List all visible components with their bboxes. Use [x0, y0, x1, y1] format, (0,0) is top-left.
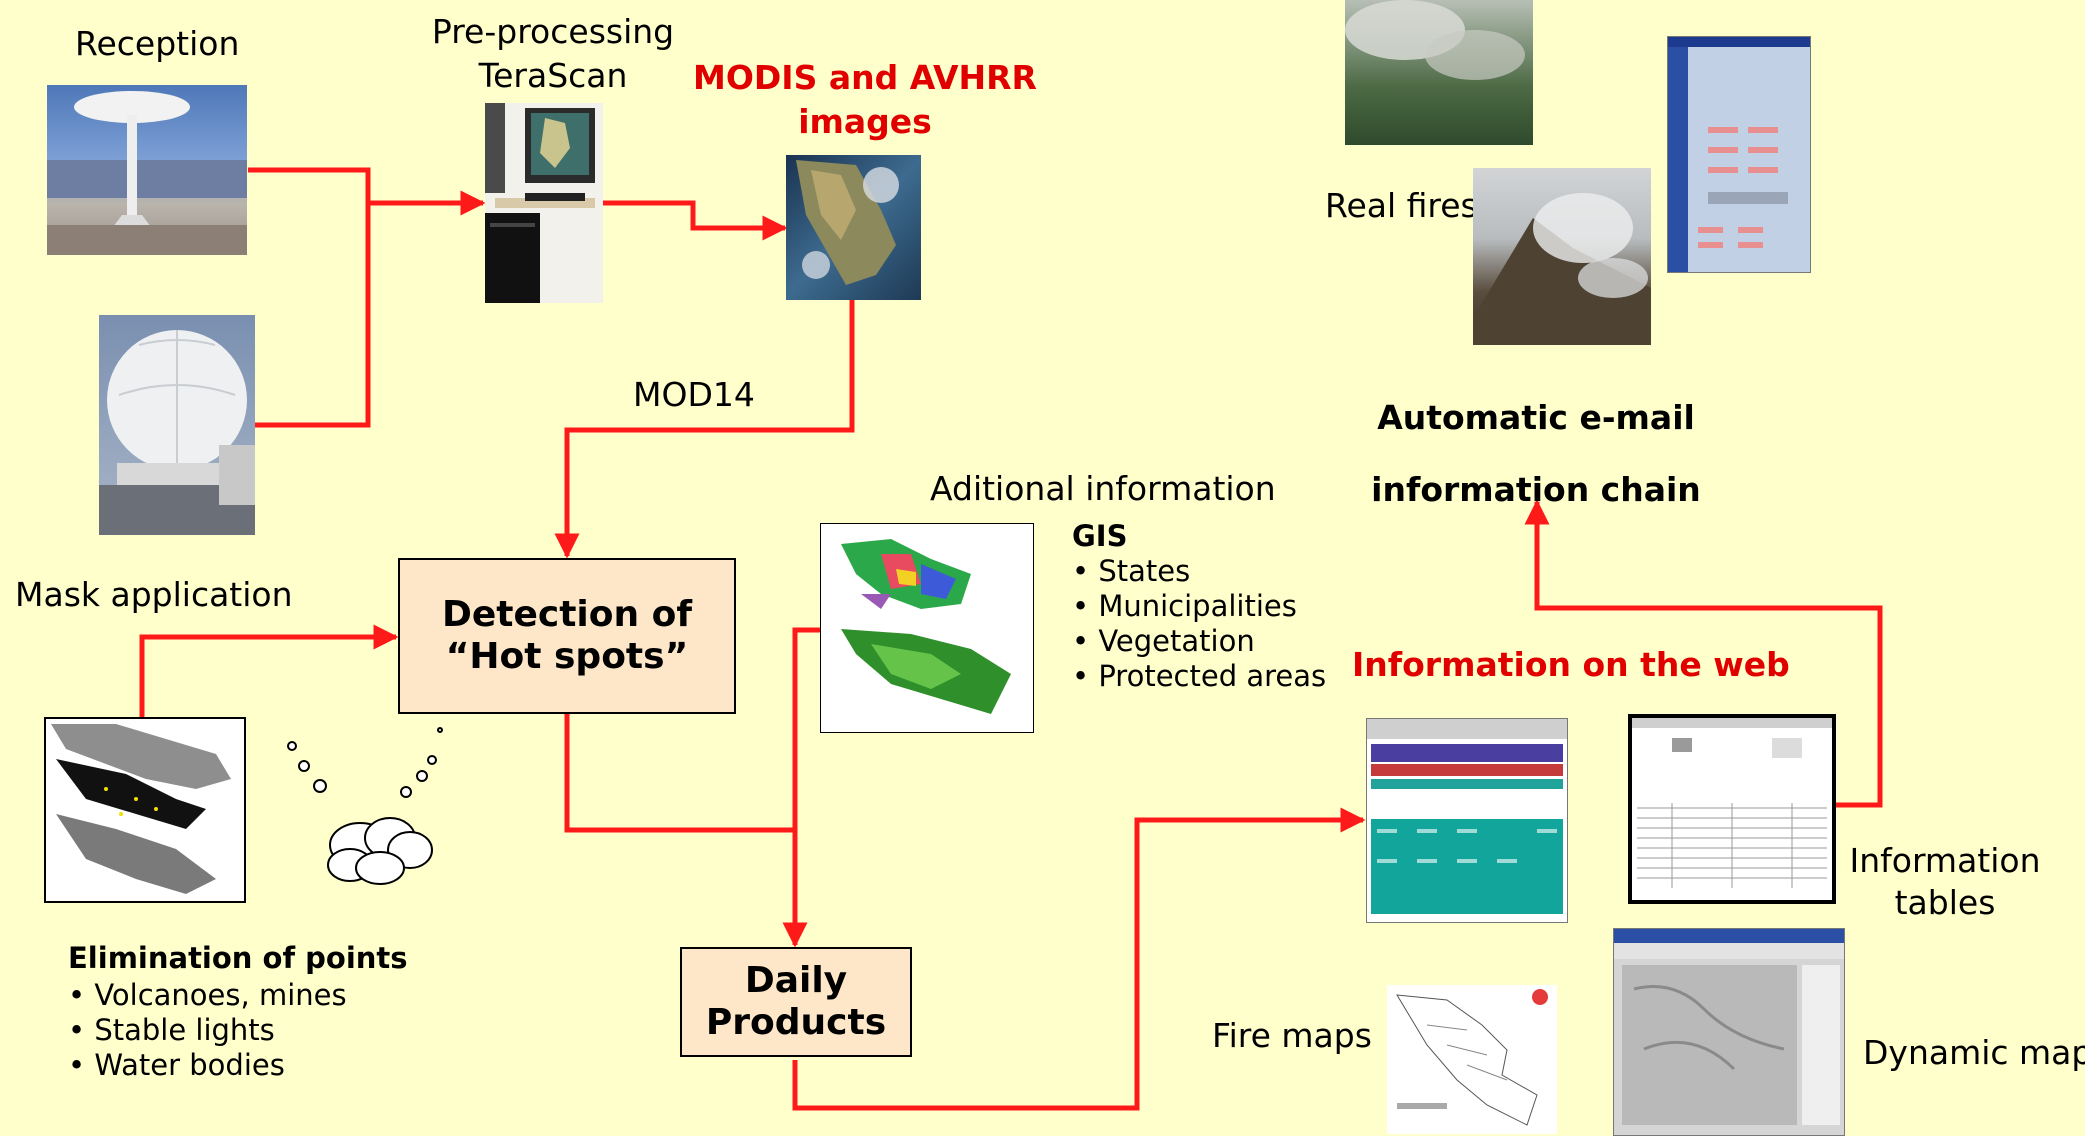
satellite-dish-photo	[47, 85, 247, 255]
gis-layers-map	[820, 523, 1034, 733]
thought-cloud-icon	[280, 720, 450, 895]
dynamic-map-label: Dynamic map	[1863, 1033, 2085, 1072]
email-form-screenshot	[1667, 36, 1811, 273]
daily-products-box: Daily Products	[680, 947, 912, 1057]
preprocessing-label-line1: Pre-processing	[431, 12, 675, 51]
arrow-tables-to-email	[1524, 499, 1883, 808]
forest-fire-photo-bottom	[1473, 168, 1651, 345]
elimination-item-lights: Stable lights	[68, 1013, 347, 1048]
info-tables-line2: tables	[1894, 883, 1996, 922]
fire-maps-label: Fire maps	[1212, 1016, 1372, 1055]
mask-application-label: Mask application	[15, 575, 293, 614]
gis-item-protected-areas: Protected areas	[1072, 659, 1326, 694]
modis-satellite-image	[786, 155, 921, 300]
additional-info-label: Aditional information	[930, 469, 1276, 508]
detection-line1: Detection of	[441, 594, 693, 635]
arrow-gis-to-daily	[792, 627, 820, 830]
arrow-daily-to-web	[792, 807, 1366, 1111]
gis-title: GIS	[1072, 519, 1128, 553]
arrow-detection-to-daily	[564, 712, 808, 948]
real-fires-label: Real fires	[1325, 186, 1478, 225]
information-tables-screenshot	[1628, 714, 1836, 904]
elimination-list: Volcanoes, mines Stable lights Water bod…	[68, 978, 347, 1083]
preprocessing-label: Pre-processing TeraScan	[418, 10, 688, 98]
forest-fire-photo-top	[1345, 0, 1533, 145]
radome-photo	[99, 315, 255, 535]
email-chain-line2: information chain	[1371, 470, 1701, 509]
detection-hot-spots-box: Detection of “Hot spots”	[398, 558, 736, 714]
terascan-workstation-photo	[485, 103, 603, 303]
daily-line1: Daily	[744, 960, 848, 1001]
gis-item-vegetation: Vegetation	[1072, 624, 1326, 659]
arrow-preprocessing-to-modis	[602, 200, 788, 241]
fire-map-image	[1387, 985, 1557, 1134]
elimination-title: Elimination of points	[68, 941, 408, 975]
modis-title-line2: images	[798, 102, 932, 141]
mask-map	[44, 717, 246, 903]
arrow-reception-to-preprocessing	[248, 167, 486, 216]
modis-title: MODIS and AVHRR images	[690, 56, 1040, 144]
gis-item-states: States	[1072, 554, 1326, 589]
modis-title-line1: MODIS and AVHRR	[693, 58, 1037, 97]
web-statistics-screenshot	[1366, 718, 1568, 923]
email-chain-label: Automatic e-mail information chain	[1336, 382, 1736, 526]
reception-label: Reception	[75, 24, 240, 63]
detection-line2: “Hot spots”	[445, 636, 689, 677]
daily-line2: Products	[705, 1002, 887, 1043]
arrow-mask-to-detection	[139, 624, 399, 720]
dynamic-map-screenshot	[1613, 928, 1845, 1136]
info-tables-line1: Information	[1849, 841, 2041, 880]
arrow-modis-to-detection	[554, 300, 855, 559]
web-info-title: Information on the web	[1352, 645, 1790, 684]
email-chain-line1: Automatic e-mail	[1377, 398, 1695, 437]
arrow-radome-to-preprocessing	[254, 203, 371, 428]
elimination-item-water: Water bodies	[68, 1048, 347, 1083]
gis-item-municipalities: Municipalities	[1072, 589, 1326, 624]
mod14-label: MOD14	[633, 375, 755, 414]
info-tables-label: Information tables	[1840, 840, 2050, 924]
preprocessing-label-line2: TeraScan	[478, 56, 628, 95]
elimination-item-volcanoes: Volcanoes, mines	[68, 978, 346, 1013]
gis-list: States Municipalities Vegetation Protect…	[1072, 554, 1326, 694]
